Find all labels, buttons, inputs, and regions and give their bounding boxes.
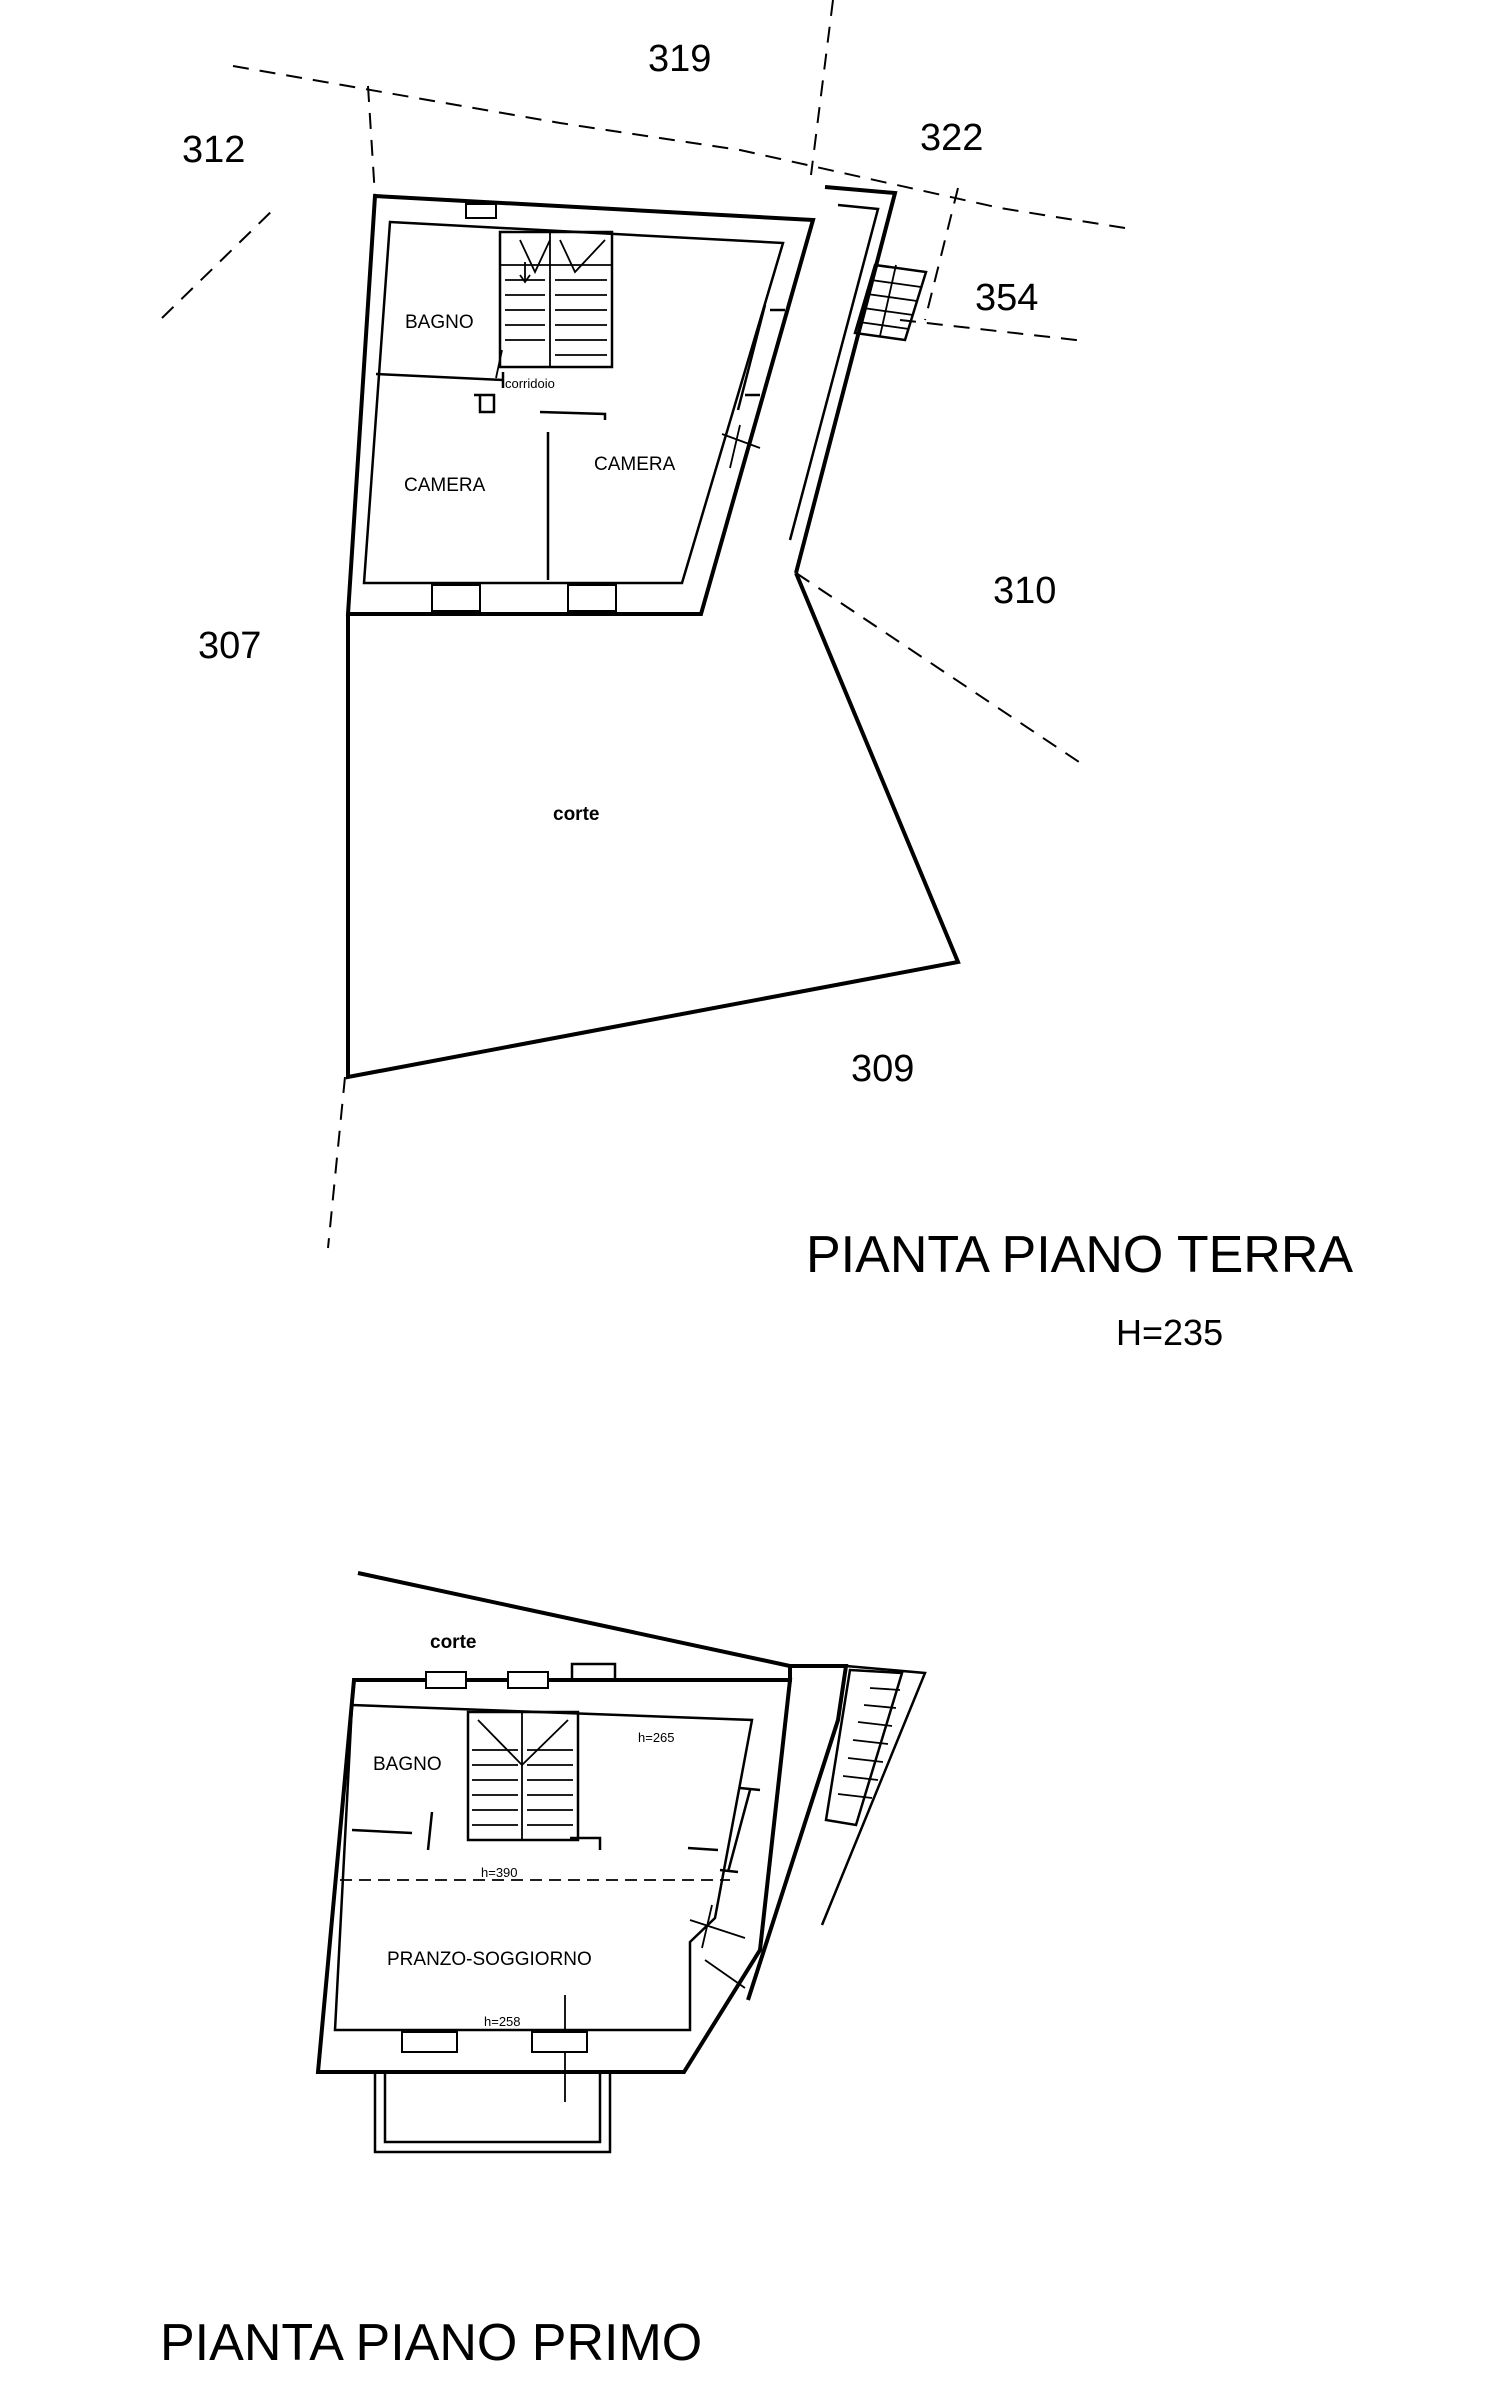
parcel-number-354: 354	[975, 277, 1038, 319]
height-label-bottom: h=258	[484, 2014, 521, 2029]
ground-stair	[498, 230, 614, 369]
ground-partitions	[375, 372, 607, 580]
room-label-bathroom-ground: BAGNO	[405, 312, 474, 333]
first-openings	[401, 1671, 761, 2053]
ground-outdoor-stair	[853, 263, 928, 342]
first-partitions	[351, 1811, 719, 1852]
room-label-living-dining: PRANZO-SOGGIORNO	[387, 1949, 592, 1970]
ground-courtyard-boundary	[346, 572, 961, 1080]
room-label-bedroom-right: CAMERA	[594, 454, 676, 475]
room-label-courtyard-first: corte	[430, 1632, 476, 1653]
parcel-number-309: 309	[851, 1048, 914, 1090]
height-label-middle: h=390	[481, 1865, 518, 1880]
ground-floor-height: H=235	[1116, 1312, 1223, 1353]
ground-house-outer-wall	[345, 193, 816, 616]
first-floor-title: PIANTA PIANO PRIMO	[160, 2314, 702, 2372]
first-floor-plan: corte BAGNO h=265 h=390 PRANZO-SOGGIORNO…	[160, 1571, 927, 2372]
height-label-top: h=265	[638, 1730, 675, 1745]
parcel-number-322: 322	[920, 117, 983, 159]
ground-floor-plan: 319 312 322 354 310 307 309 BAGNO corrid…	[161, 0, 1353, 1353]
room-label-bathroom-first: BAGNO	[373, 1754, 442, 1775]
parcel-number-312: 312	[182, 129, 245, 171]
ground-floor-title: PIANTA PIANO TERRA	[806, 1226, 1353, 1284]
first-side-stair	[704, 1664, 927, 2001]
parcel-number-307: 307	[198, 625, 261, 667]
parcel-number-319: 319	[648, 38, 711, 80]
ground-annex-wall	[794, 185, 898, 574]
room-label-courtyard-ground: corte	[553, 804, 599, 825]
parcel-boundaries	[161, 0, 1126, 1249]
first-house-outer-wall	[315, 1678, 793, 2074]
first-balcony	[373, 2072, 612, 2154]
first-internal-stair	[466, 1710, 580, 1842]
ground-openings	[431, 203, 785, 612]
parcel-number-310: 310	[993, 570, 1056, 612]
first-house-inner-wall	[333, 1703, 754, 2032]
room-label-bedroom-left: CAMERA	[404, 475, 486, 496]
room-label-corridor: corridoio	[505, 376, 555, 391]
ground-house-inner-wall	[362, 220, 785, 585]
